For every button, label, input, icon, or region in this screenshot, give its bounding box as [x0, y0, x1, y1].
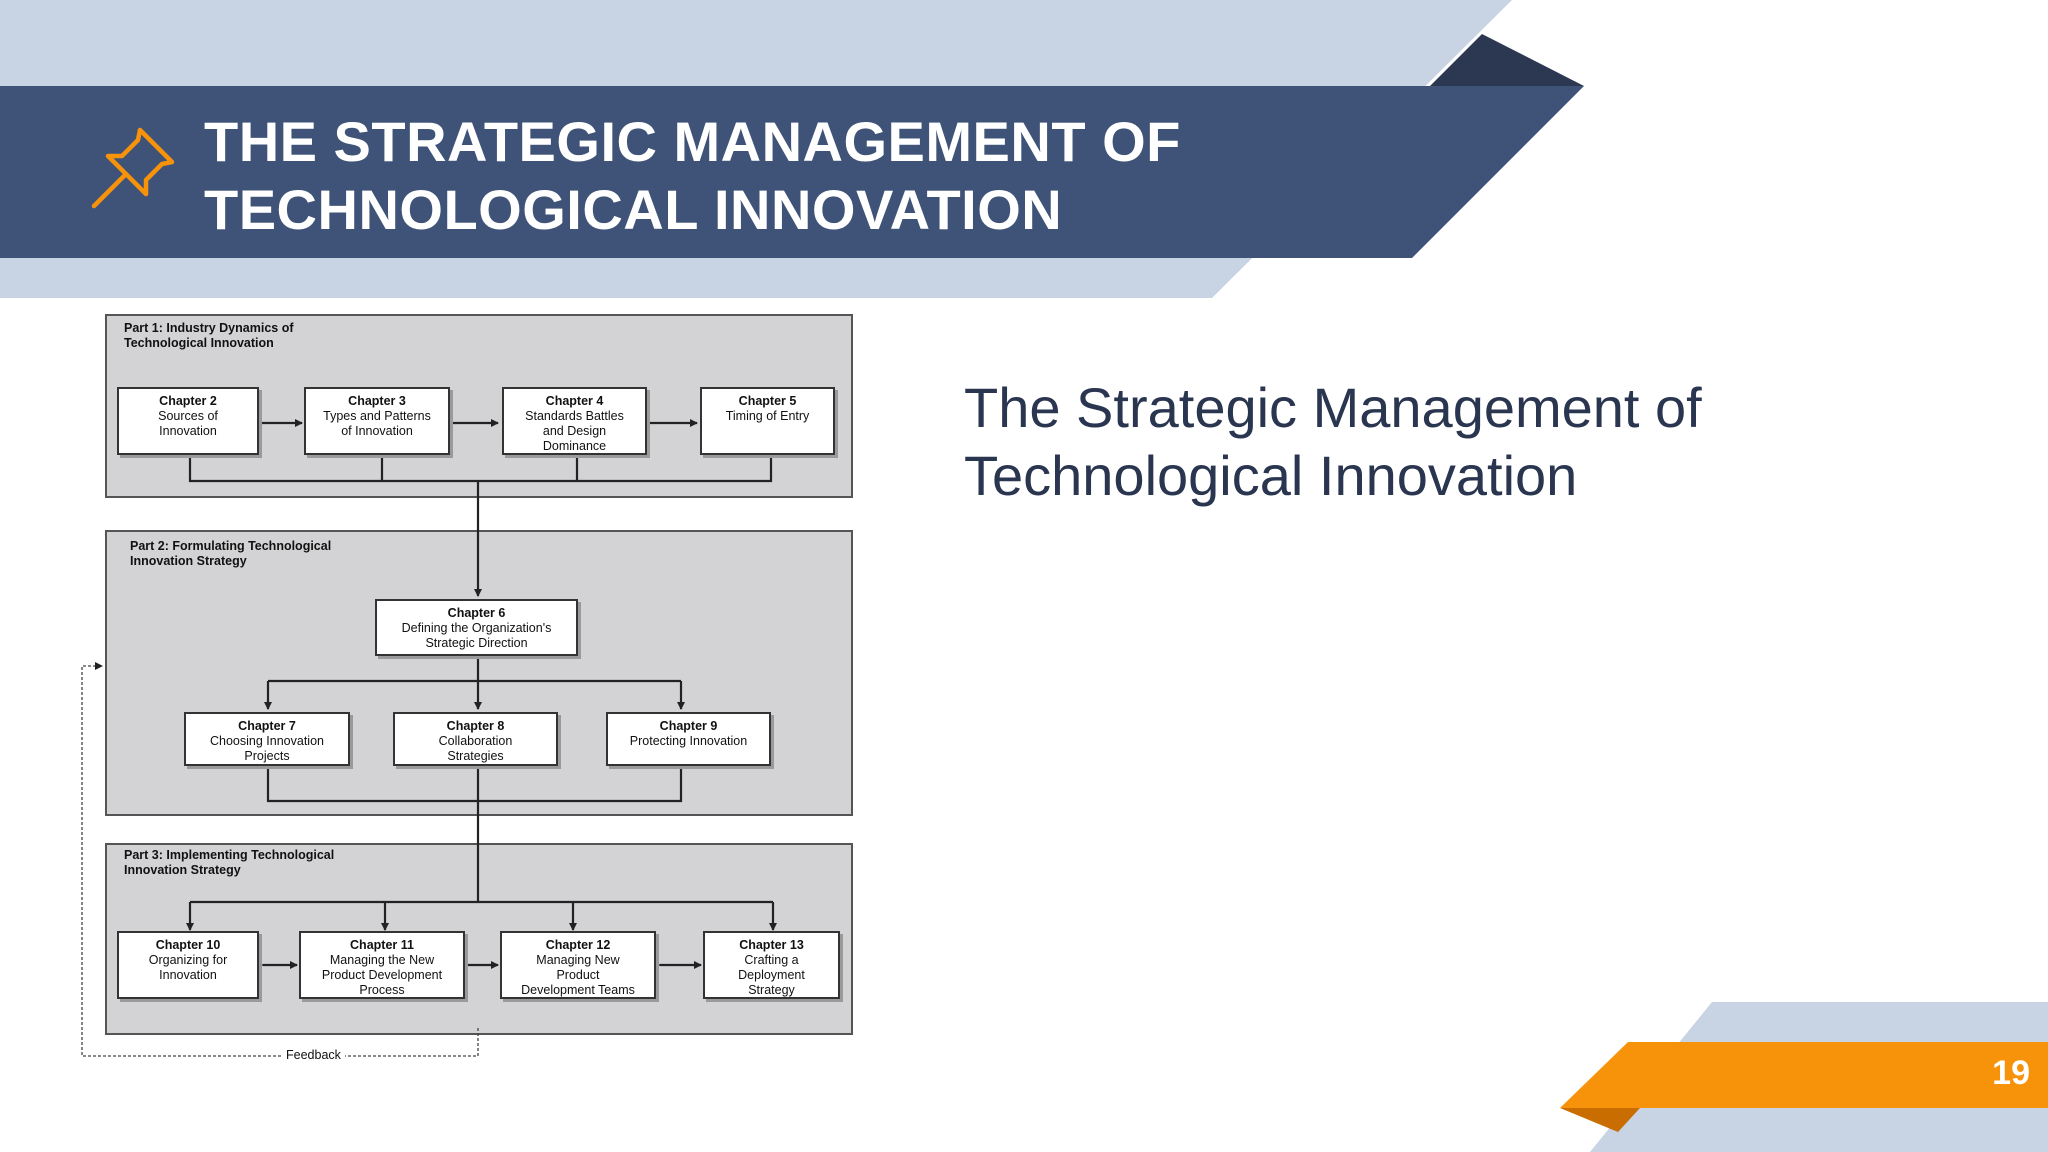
- chapter-7-text-1: Choosing Innovation: [210, 734, 324, 748]
- part-3-label-line-2: Innovation Strategy: [124, 863, 241, 877]
- part-2-label-line-2: Innovation Strategy: [130, 554, 247, 568]
- chapter-6-box: Chapter 6 Defining the Organization's St…: [375, 599, 578, 656]
- page-number-band: [1560, 1042, 2048, 1108]
- diagram-connectors: [81, 419, 777, 1057]
- chapter-10-box: Chapter 10 Organizing for Innovation: [117, 931, 259, 999]
- chapter-7-box: Chapter 7 Choosing Innovation Projects: [184, 712, 350, 766]
- content-heading: The Strategic Management of Technologica…: [964, 374, 1702, 510]
- pushpin-icon: [91, 127, 175, 209]
- part-1-label-line-1: Part 1: Industry Dynamics of: [124, 321, 294, 335]
- chapter-5-title: Chapter 5: [738, 394, 797, 408]
- chapter-5-text-1: Timing of Entry: [725, 409, 810, 423]
- chapter-5-box: Chapter 5 Timing of Entry: [700, 387, 835, 455]
- chapter-3-text-1: Types and Patterns: [323, 409, 431, 423]
- chapter-12-title: Chapter 12: [545, 938, 611, 952]
- book-structure-diagram: Part 1: Industry Dynamics of Technologic…: [70, 308, 870, 1068]
- chapter-10-text-1: Organizing for: [148, 953, 228, 967]
- header-band: [0, 86, 1584, 258]
- page-number: 19: [1992, 1054, 2030, 1092]
- orange-triangle-shadow: [1560, 1108, 1640, 1132]
- chapter-12-text-2: Product: [556, 968, 600, 982]
- chapter-2-box: Chapter 2 Sources of Innovation: [117, 387, 259, 455]
- chapter-4-text-2: and Design: [542, 424, 607, 438]
- chapter-8-text-2: Strategies: [447, 749, 504, 763]
- chapter-4-text-3: Dominance: [542, 439, 607, 453]
- chapter-13-text-1: Crafting a: [744, 953, 799, 967]
- slide-title-line-2: TECHNOLOGICAL INNOVATION: [204, 178, 1063, 241]
- chapter-9-title: Chapter 9: [659, 719, 718, 733]
- chapter-2-text-1: Sources of: [158, 409, 218, 423]
- chapter-11-title: Chapter 11: [350, 938, 414, 952]
- chapter-13-title: Chapter 13: [739, 938, 804, 952]
- chapter-13-box: Chapter 13 Crafting a Deployment Strateg…: [703, 931, 840, 999]
- part-3-label-line-1: Part 3: Implementing Technological: [124, 848, 335, 862]
- chapter-11-text-3: Process: [359, 983, 405, 997]
- chapter-6-text-1: Defining the Organization's: [401, 621, 552, 635]
- chapter-11-text-1: Managing the New: [329, 953, 435, 967]
- chapter-8-title: Chapter 8: [446, 719, 505, 733]
- slide-title: THE STRATEGIC MANAGEMENT OF TECHNOLOGICA…: [204, 108, 1181, 244]
- chapter-13-text-3: Strategy: [748, 983, 795, 997]
- chapter-7-text-2: Projects: [244, 749, 290, 763]
- chapter-3-text-2: of Innovation: [341, 424, 413, 438]
- chapter-13-text-2: Deployment: [738, 968, 805, 982]
- part-3-label: Part 3: Implementing Technological Innov…: [124, 848, 334, 878]
- chapter-11-text-2: Product Development: [321, 968, 443, 982]
- chapter-8-box: Chapter 8 Collaboration Strategies: [393, 712, 558, 766]
- chapter-9-text-1: Protecting Innovation: [629, 734, 748, 748]
- chapter-3-title: Chapter 3: [348, 394, 406, 408]
- chapter-12-text-3: Development Teams: [521, 983, 635, 997]
- part-1-label-line-2: Technological Innovation: [124, 336, 274, 350]
- chapter-8-text-1: Collaboration: [438, 734, 513, 748]
- chapter-10-title: Chapter 10: [155, 938, 221, 952]
- content-heading-line-1: The Strategic Management of: [964, 376, 1702, 439]
- chapter-7-title: Chapter 7: [238, 719, 296, 733]
- part-2-label: Part 2: Formulating Technological Innova…: [130, 539, 331, 569]
- chapter-4-text-1: Standards Battles: [525, 409, 624, 423]
- chapter-4-title: Chapter 4: [545, 394, 604, 408]
- slide-title-line-1: THE STRATEGIC MANAGEMENT OF: [204, 110, 1181, 173]
- top-dark-triangle: [1430, 34, 1584, 86]
- chapter-9-box: Chapter 9 Protecting Innovation: [606, 712, 771, 766]
- chapter-10-text-2: Innovation: [159, 968, 217, 982]
- chapter-2-text-2: Innovation: [159, 424, 217, 438]
- chapter-3-box: Chapter 3 Types and Patterns of Innovati…: [304, 387, 450, 455]
- chapter-2-title: Chapter 2: [159, 394, 217, 408]
- chapter-12-box: Chapter 12 Managing New Product Developm…: [500, 931, 656, 999]
- part-2-label-line-1: Part 2: Formulating Technological: [130, 539, 332, 553]
- chapter-4-box: Chapter 4 Standards Battles and Design D…: [502, 387, 647, 455]
- content-heading-line-2: Technological Innovation: [964, 444, 1578, 507]
- feedback-label: Feedback: [282, 1048, 345, 1062]
- chapter-11-box: Chapter 11 Managing the New Product Deve…: [299, 931, 465, 999]
- chapter-6-title: Chapter 6: [447, 606, 506, 620]
- chapter-6-text-2: Strategic Direction: [425, 636, 528, 650]
- part-1-label: Part 1: Industry Dynamics of Technologic…: [124, 321, 294, 351]
- chapter-12-text-1: Managing New: [536, 953, 620, 967]
